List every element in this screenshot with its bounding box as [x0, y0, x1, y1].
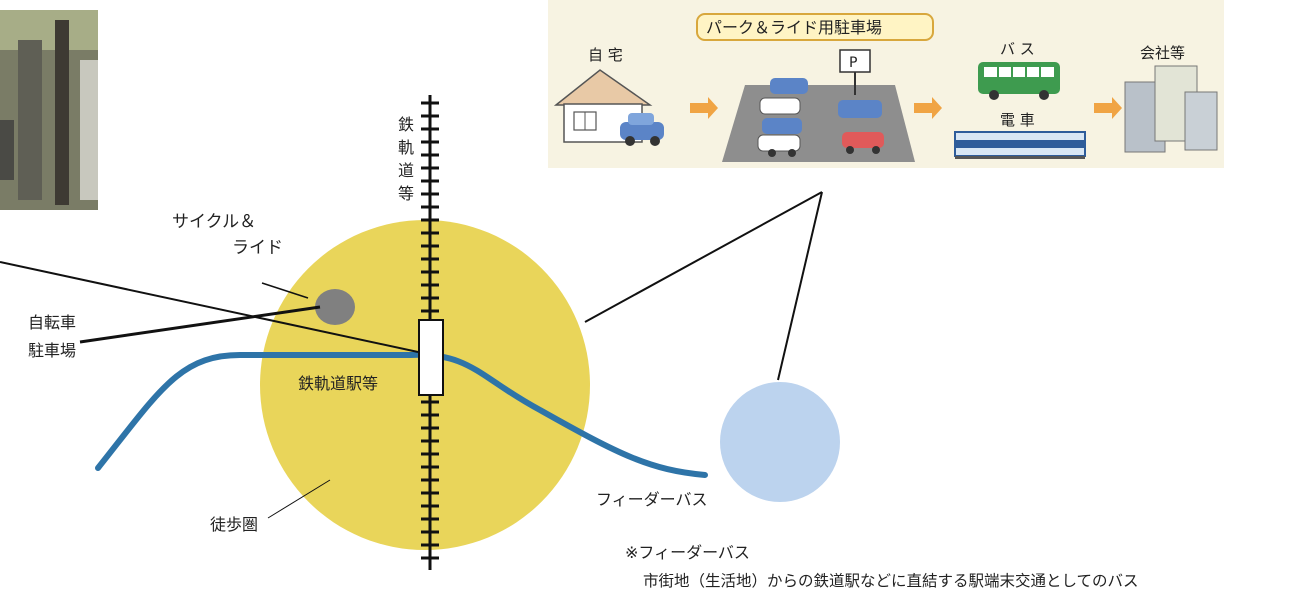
note-title: ※フィーダーバス: [625, 543, 750, 562]
park-and-ride-title-tag: [696, 13, 934, 41]
bicycle-parking-label-line2: 駐車場: [28, 341, 76, 360]
railway-label-2: 軌: [398, 138, 414, 157]
station-photo: [0, 10, 98, 210]
office-label: 会社等: [1140, 44, 1185, 62]
feeder-bus-label: フィーダーバス: [596, 490, 708, 509]
leader-walking-label: [267, 479, 331, 519]
bicycle-parking-marker: [315, 289, 355, 325]
leader-parking-to-marker: [79, 305, 321, 344]
home-label: 自 宅: [588, 46, 623, 64]
walking-area-label: 徒歩圏: [210, 515, 258, 534]
station-marker: [418, 319, 444, 396]
arrow-right-icon: [914, 97, 942, 119]
railway-label-1: 鉄: [398, 115, 414, 134]
parking-sign: P: [849, 55, 857, 71]
leader-pr-to-feeder: [777, 191, 823, 381]
arrow-right-icon: [1094, 97, 1122, 119]
leader-pr-to-circle: [584, 191, 823, 323]
bus-label: バ ス: [1000, 40, 1035, 58]
bicycle-parking-label-line1: 自転車: [28, 313, 76, 332]
cycle-and-ride-label-line2: ライド: [232, 238, 283, 258]
railway-label-3: 道: [398, 161, 414, 180]
bus-icon: [978, 62, 1060, 100]
car-icon: [620, 113, 664, 146]
station-label: 鉄軌道駅等: [298, 374, 378, 393]
park-and-ride-title: パーク＆ライド用駐車場: [706, 18, 882, 37]
train-icon: [954, 131, 1086, 159]
train-label: 電 車: [1000, 111, 1035, 129]
arrow-right-icon: [690, 97, 718, 119]
leader-cycle-label: [261, 282, 309, 299]
office-building-icon: [1124, 65, 1218, 153]
note-body: 市街地（生活地）からの鉄道駅などに直結する駅端末交通としてのバス: [643, 572, 1139, 590]
cycle-and-ride-label-line1: サイクル＆: [172, 212, 256, 232]
bus-route-line: [95, 351, 708, 478]
parking-lot-icon: P: [722, 49, 915, 162]
railway-label-4: 等: [398, 184, 414, 203]
park-and-ride-illustration: パーク＆ライド用駐車場 自 宅 P: [548, 0, 1224, 168]
feeder-area-circle: [720, 382, 840, 502]
leader-photo-to-station: [0, 261, 419, 353]
